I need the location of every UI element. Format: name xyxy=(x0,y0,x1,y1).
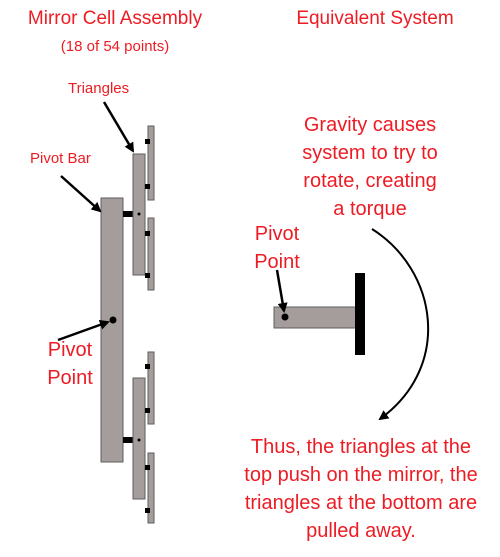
support-pad-3 xyxy=(147,351,155,425)
pivot-bar-label: Pivot Bar xyxy=(30,150,91,167)
equivalent-pivot-point xyxy=(281,313,289,321)
support-nub-3 xyxy=(145,231,150,236)
gravity-line: a torque xyxy=(333,198,407,220)
gravity-line: system to try to xyxy=(302,142,438,164)
gravity-line: rotate, creating xyxy=(303,170,437,192)
gravity-torque-label: Gravity causes system to try to rotate, … xyxy=(265,111,475,223)
left-pivot-point-arrow xyxy=(57,320,110,342)
right-pivot-point-arrow xyxy=(275,269,288,313)
right-pivot-point-line: Pivot xyxy=(254,223,300,245)
mirror-cell-assembly-title: Mirror Cell Assembly xyxy=(27,8,203,29)
connector-bottom xyxy=(123,437,133,443)
thus-line: pulled away. xyxy=(306,520,416,542)
equivalent-mirror xyxy=(355,273,365,355)
right-pivot-point-label: Pivot Point xyxy=(237,220,317,276)
pivot-bar xyxy=(100,197,124,463)
support-nub-7 xyxy=(145,465,150,470)
support-pad-2 xyxy=(147,217,155,291)
equivalent-system-title: Equivalent System xyxy=(296,8,454,29)
triangle-bottom-pivot xyxy=(137,438,141,442)
rotation-arrow xyxy=(371,228,430,421)
right-pivot-point-line: Point xyxy=(254,251,300,273)
support-nub-4 xyxy=(145,273,150,278)
triangles-arrow xyxy=(102,101,135,153)
left-pivot-point-line: Point xyxy=(47,367,93,389)
thus-line: triangles at the bottom are xyxy=(244,492,478,514)
equivalent-system xyxy=(273,228,430,421)
mirror-cell-assembly xyxy=(57,101,155,524)
left-pivot-point-label: Pivot Point xyxy=(20,336,120,392)
pivot-bar-pivot-point xyxy=(109,316,117,324)
thus-line: top push on the mirror, the xyxy=(244,464,478,486)
triangles-label: Triangles xyxy=(68,80,130,97)
left-pivot-point-line: Pivot xyxy=(47,339,93,361)
support-nub-6 xyxy=(145,408,150,413)
support-nub-1 xyxy=(145,139,150,144)
triangle-top-pivot xyxy=(137,212,141,216)
support-nub-2 xyxy=(145,184,150,189)
support-pad-1 xyxy=(147,125,155,201)
thus-explanation-label: Thus, the triangles at the top push on t… xyxy=(222,433,500,545)
support-pad-4 xyxy=(147,452,155,524)
support-nub-5 xyxy=(145,364,150,369)
connector-top xyxy=(123,211,133,217)
support-nub-8 xyxy=(145,508,150,513)
pivot-bar-arrow xyxy=(60,175,102,213)
mirror-cell-assembly-subtitle: (18 of 54 points) xyxy=(60,38,170,55)
gravity-line: Gravity causes xyxy=(303,114,437,136)
thus-line: Thus, the triangles at the xyxy=(250,436,472,458)
